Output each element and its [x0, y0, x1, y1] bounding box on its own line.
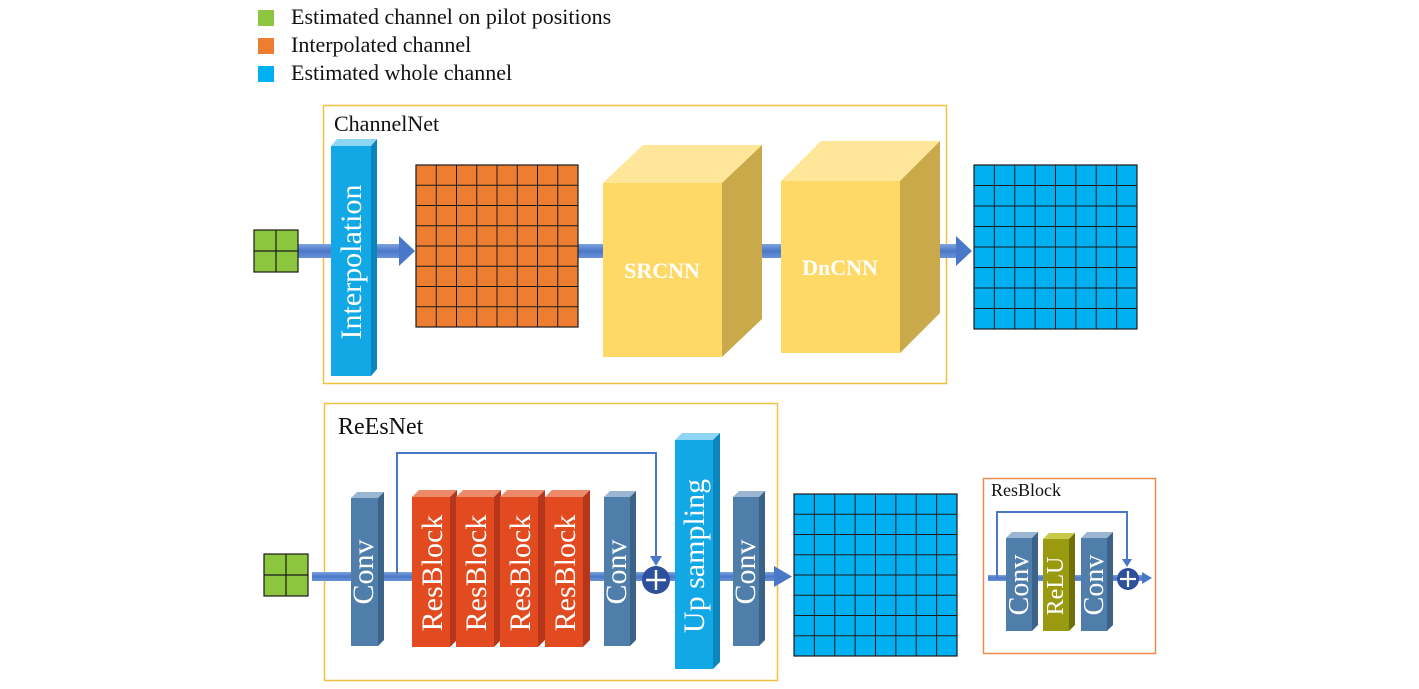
interpolation-block: Interpolation [331, 139, 377, 376]
dncnn-block: DnCNN [781, 141, 940, 353]
legend-label-interpolated: Interpolated channel [291, 32, 472, 57]
channelnet-title: ChannelNet [334, 111, 440, 136]
resblock-detail-relu-label: ReLU [1043, 557, 1069, 616]
reesnet-resblock-2-label: ResBlock [460, 515, 493, 632]
reesnet-title: ReEsNet [338, 414, 424, 440]
reesnet-resblock-1: ResBlock [412, 490, 457, 647]
reesnet-resblock-4: ResBlock [545, 490, 590, 647]
legend-label-whole: Estimated whole channel [291, 60, 513, 85]
resblock-detail-adder-icon [1117, 568, 1139, 590]
reesnet-resblock-4-label: ResBlock [549, 515, 582, 632]
legend-label-pilot: Estimated channel on pilot positions [291, 4, 612, 29]
reesnet-conv-2: Conv [600, 491, 636, 646]
resblock-detail-conv-1: Conv [1004, 532, 1038, 631]
legend-swatch-interpolated [258, 38, 274, 54]
reesnet-upsampling-block: Up sampling [675, 433, 720, 669]
reesnet-frame [323, 402, 779, 682]
legend-swatch-whole [258, 66, 274, 82]
reesnet-skip-connection [396, 452, 662, 574]
resblock-detail-relu: ReLU [1043, 533, 1075, 631]
dncnn-label: DnCNN [802, 255, 878, 280]
channelnet-pilot-grid [253, 229, 299, 273]
resblock-detail-frame [982, 477, 1157, 655]
resblock-detail-conv-1-label: Conv [1004, 555, 1035, 616]
reesnet-resblock-2: ResBlock [456, 490, 501, 647]
reesnet-conv-1-label: Conv [347, 539, 380, 604]
resblock-detail-conv-2: Conv [1079, 532, 1113, 631]
reesnet-resblock-1-label: ResBlock [416, 515, 449, 632]
reesnet-upsampling-label: Up sampling [678, 479, 711, 633]
interpolation-label: Interpolation [335, 185, 368, 340]
reesnet-resblock-3: ResBlock [500, 490, 545, 647]
channelnet-output-grid [973, 164, 1138, 330]
reesnet-output-grid [793, 493, 958, 657]
legend-swatch-pilot [258, 10, 274, 26]
reesnet-conv-3-label: Conv [729, 539, 762, 604]
reesnet-pilot-grid [263, 553, 309, 597]
interpolated-channel-grid [415, 164, 579, 328]
srcnn-block: SRCNN [603, 145, 762, 357]
resblock-detail-title: ResBlock [991, 480, 1061, 500]
reesnet-conv-1: Conv [347, 492, 384, 646]
channelnet-flow [298, 236, 972, 266]
reesnet-conv-2-label: Conv [600, 539, 633, 604]
resblock-detail-conv-2-label: Conv [1079, 555, 1110, 616]
reesnet-adder-icon [642, 566, 670, 594]
reesnet-conv-3: Conv [729, 491, 765, 646]
reesnet-resblock-3-label: ResBlock [504, 515, 537, 632]
srcnn-label: SRCNN [624, 258, 700, 283]
